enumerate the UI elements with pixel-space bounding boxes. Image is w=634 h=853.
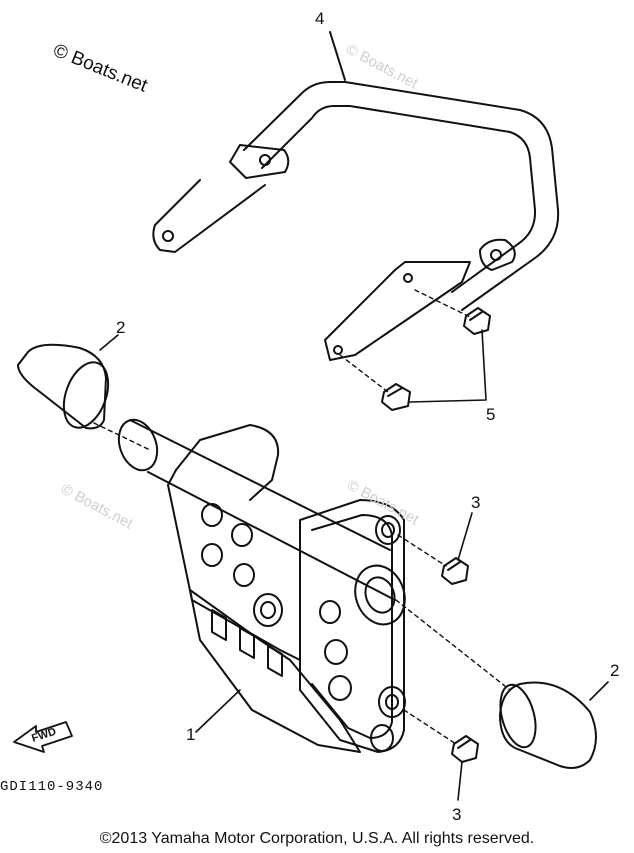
callout-4: 4 (315, 9, 324, 28)
diagram-code: GDI110-9340 (0, 779, 104, 795)
callout-2: 2 (610, 661, 619, 680)
grab-bar-part-4 (153, 32, 558, 360)
callout-3: 3 (471, 493, 480, 512)
watermark-faint: © Boats.net (343, 41, 421, 93)
copyright-notice: ©2013 Yamaha Motor Corporation, U.S.A. A… (99, 830, 535, 847)
watermark-faint: © Boats.net (58, 481, 136, 533)
end-cap-part-2-left (18, 335, 150, 450)
bumper-part-1 (112, 414, 413, 752)
callout-1: 1 (186, 725, 195, 744)
bolt-part-5 (340, 290, 490, 410)
fwd-arrow-icon (14, 722, 72, 752)
callout-3: 3 (452, 805, 461, 824)
callout-2: 2 (116, 318, 125, 337)
callout-5: 5 (486, 405, 495, 424)
bolt-part-3-upper (398, 513, 472, 584)
bolt-part-3-lower (404, 710, 478, 800)
end-cap-part-2-right (396, 600, 608, 768)
